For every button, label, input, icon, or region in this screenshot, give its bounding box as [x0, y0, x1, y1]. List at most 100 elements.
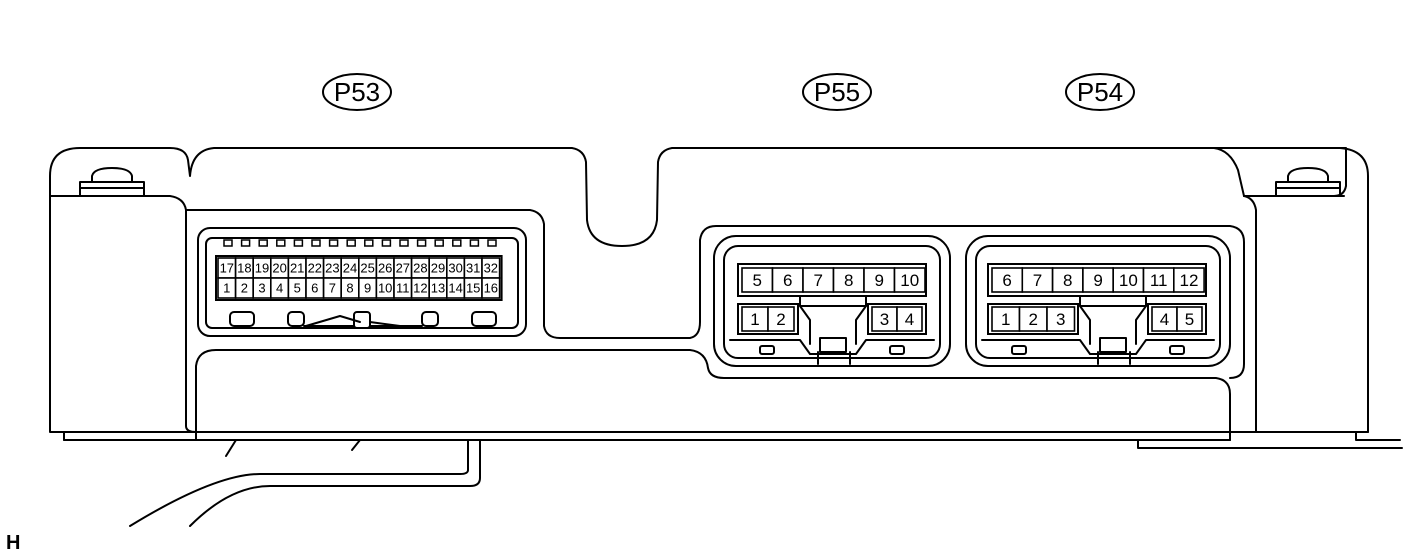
p53-locking-tab	[311, 239, 321, 247]
p53-pin-12: 12	[410, 277, 431, 299]
p53-pin-label: 5	[294, 281, 301, 296]
connector-label-p55: P55	[814, 77, 860, 107]
p54-pin-label: 1	[1001, 310, 1010, 329]
p55-pin-8: 8	[832, 267, 865, 293]
p55-pin-7: 7	[802, 267, 835, 293]
p54-pin-12: 12	[1173, 267, 1205, 293]
p53-pin-label: 1	[223, 281, 230, 296]
p53-pin-label: 14	[448, 281, 462, 296]
p54-pin-10: 10	[1112, 267, 1145, 293]
p53-pin-label: 9	[364, 281, 371, 296]
p53-locking-tab	[223, 239, 233, 247]
p55-pin-6: 6	[771, 267, 804, 293]
p54-pin-label: 5	[1185, 310, 1194, 329]
connector-label-p54: P54	[1077, 77, 1123, 107]
p53-locking-tab	[346, 239, 356, 247]
connector-label-p53: P53	[334, 77, 380, 107]
p55-pin-1: 1	[741, 306, 769, 332]
mounting-bolt-right	[1271, 167, 1345, 197]
p53-pin-3: 3	[252, 277, 272, 299]
p53-pin-label: 7	[329, 281, 336, 296]
p55-pin-label: 9	[875, 271, 884, 290]
connector-callout-p55: P55	[802, 73, 872, 111]
p53-pin-label: 27	[396, 261, 410, 276]
p55-pin-label: 10	[900, 271, 919, 290]
p54-pin-label: 11	[1150, 271, 1168, 290]
p53-pin-28: 28	[410, 257, 431, 279]
p54-pin-3: 3	[1046, 306, 1076, 332]
p53-pin-22: 22	[305, 257, 325, 279]
p55-pin-4: 4	[896, 306, 923, 332]
p54-pin-5: 5	[1176, 306, 1203, 332]
p53-locking-tab	[328, 239, 339, 247]
connector-callout-p54: P54	[1065, 73, 1135, 111]
p54-pin-label: 4	[1160, 310, 1169, 329]
p53-pin-20: 20	[269, 257, 290, 279]
p53-pin-29: 29	[428, 257, 448, 279]
mounting-bolt-left	[75, 167, 149, 197]
p53-pin-27: 27	[393, 257, 413, 279]
p55-pin-label: 3	[880, 310, 889, 329]
p53-pin-label: 13	[431, 281, 445, 296]
p53-pin-label: 6	[311, 281, 318, 296]
p54-pin-label: 9	[1093, 271, 1102, 290]
p53-pin-31: 31	[463, 257, 483, 279]
p53-pin-label: 17	[220, 261, 234, 276]
p54-pin-label: 3	[1056, 310, 1065, 329]
p53-pin-7: 7	[322, 277, 343, 299]
p55-pin-label: 4	[905, 310, 914, 329]
p53-locking-tab	[434, 239, 444, 247]
p55-pin-label: 7	[814, 271, 823, 290]
p55-pin-2: 2	[767, 306, 795, 332]
p54-pin-label: 2	[1029, 310, 1038, 329]
p53-pin-30: 30	[445, 257, 466, 279]
p55-pin-label: 8	[844, 271, 853, 290]
p54-pin-2: 2	[1018, 306, 1048, 332]
p53-pin-label: 8	[346, 281, 353, 296]
p53-pin-label: 4	[276, 281, 283, 296]
p54-pin-label: 6	[1002, 271, 1011, 290]
p53-pin-24: 24	[340, 257, 360, 279]
p54-pin-label: 7	[1033, 271, 1042, 290]
p53-pin-13: 13	[428, 277, 448, 299]
p53-pin-16: 16	[481, 277, 501, 299]
p53-pin-5: 5	[287, 277, 307, 299]
p53-pin-label: 3	[258, 281, 265, 296]
p54-pin-11: 11	[1142, 267, 1175, 293]
p53-pin-18: 18	[234, 257, 255, 279]
wire-harness-bracket	[129, 439, 481, 527]
p53-locking-tab	[258, 239, 268, 247]
p53-locking-tab	[452, 239, 462, 247]
p55-pin-label: 6	[783, 271, 792, 290]
p53-pin-21: 21	[287, 257, 307, 279]
p53-pin-label: 24	[343, 261, 357, 276]
p53-locking-tab	[399, 239, 409, 247]
p53-pin-15: 15	[463, 277, 483, 299]
p53-pin-label: 28	[413, 261, 427, 276]
p53-locking-tab	[487, 239, 497, 247]
p53-locking-tab	[240, 239, 251, 247]
p53-pin-label: 26	[378, 261, 392, 276]
p53-pin-4: 4	[269, 277, 290, 299]
p53-pin-9: 9	[357, 277, 378, 299]
p53-pin-label: 16	[484, 281, 498, 296]
p53-locking-tab	[381, 239, 392, 247]
p54-pin-9: 9	[1082, 267, 1115, 293]
p53-pin-8: 8	[340, 277, 360, 299]
p53-pin-19: 19	[252, 257, 272, 279]
p55-pin-3: 3	[871, 306, 898, 332]
p53-pin-label: 22	[308, 261, 322, 276]
p54-pin-label: 12	[1179, 271, 1198, 290]
p55-pin-10: 10	[893, 267, 926, 293]
p54-pin-8: 8	[1051, 267, 1084, 293]
p53-pin-label: 25	[360, 261, 374, 276]
p54-pin-4: 4	[1151, 306, 1178, 332]
p54-pin-7: 7	[1021, 267, 1054, 293]
p53-pin-label: 21	[290, 261, 304, 276]
p53-pin-1: 1	[217, 277, 237, 299]
